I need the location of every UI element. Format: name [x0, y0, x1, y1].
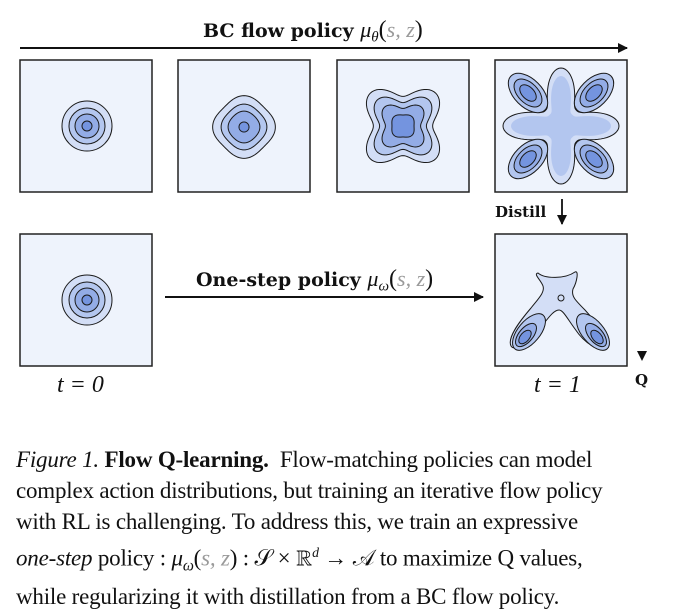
contour-level-4 [391, 114, 415, 138]
caption-line-2: complex action distributions, but traini… [16, 478, 603, 503]
panel-bc-step-2 [177, 59, 311, 193]
bc-flow-label-text: BC flow policy [203, 20, 361, 42]
caption-mu: μ [171, 545, 183, 571]
q-label: Q [635, 371, 649, 389]
mode-1-level-4 [519, 84, 537, 102]
mode-4-level-4 [585, 150, 603, 168]
caption-text-4a: policy : [92, 545, 172, 571]
t0-label: t = 0 [57, 372, 104, 398]
args-s-z: s, z [397, 266, 426, 291]
caption-line-1: Figure 1. Flow Q-learning. Flow-matching… [16, 444, 668, 475]
one-step-italic: one-step [16, 545, 93, 571]
caption-args: s, z [201, 545, 230, 571]
caption-line-3: with RL is challenging. To address this,… [16, 509, 578, 534]
mu-symbol: μ [360, 17, 372, 42]
figure-diagram: BC flow policy μθ(s, z) One-step policy … [19, 17, 649, 398]
contour-center [511, 76, 611, 176]
panel-one-step-output [494, 233, 628, 367]
panel-bc-step-3 [336, 59, 470, 193]
caption-math-domain: : 𝒮 × ℝ [237, 545, 313, 571]
mu-theta: μθ [360, 17, 379, 46]
one-step-label-text: One-step policy [196, 269, 368, 291]
paren-close: ) [414, 17, 423, 43]
mode-2-level-4 [585, 84, 603, 102]
mode-3-level-4 [519, 150, 537, 168]
figure-number: Figure 1. [16, 447, 99, 472]
caption-line-5: while regularizing it with distillation … [16, 584, 560, 610]
paren-open: ( [389, 266, 398, 292]
center-mode [557, 294, 565, 302]
figure-canvas [19, 43, 647, 367]
caption-title: Flow Q-learning. [104, 447, 269, 472]
t1-label: t = 1 [534, 372, 581, 398]
mode-2-level-4 [590, 329, 604, 345]
caption-text-4b: to maximize Q values, [374, 545, 583, 571]
mu-symbol: μ [367, 266, 379, 291]
mode-1-level-4 [518, 329, 532, 345]
contour-level-4 [81, 294, 93, 306]
caption-math-codomain: → 𝒜 [318, 545, 375, 571]
mu-omega: μω [367, 266, 390, 295]
theta-subscript: θ [371, 29, 379, 46]
caption-paren-close: ) [229, 545, 238, 571]
caption-omega: ω [182, 557, 194, 575]
caption-sup-d: d [312, 545, 319, 560]
caption-paren-open: ( [193, 545, 202, 571]
panel-bc-step-4 [494, 59, 628, 193]
contour-level-4 [238, 121, 250, 133]
caption-line-4: one-step policy : μω(s, z) : 𝒮 × ℝd → 𝒜 … [16, 537, 668, 581]
distill-label: Distill [495, 203, 547, 221]
bc-flow-label: BC flow policy μθ(s, z) [203, 17, 423, 46]
panel-one-step-input [19, 233, 153, 367]
omega-subscript: ω [378, 278, 390, 295]
panel-bc-step-1 [19, 59, 153, 193]
paren-close: ) [425, 266, 434, 292]
figure-caption: Figure 1. Flow Q-learning. Flow-matching… [16, 444, 668, 612]
args-s-z: s, z [386, 17, 415, 42]
caption-text-1: Flow-matching policies can model [279, 447, 593, 472]
one-step-label: One-step policy μω(s, z) [196, 266, 433, 295]
contour-level-4 [81, 120, 93, 132]
paren-open: ( [378, 17, 387, 43]
